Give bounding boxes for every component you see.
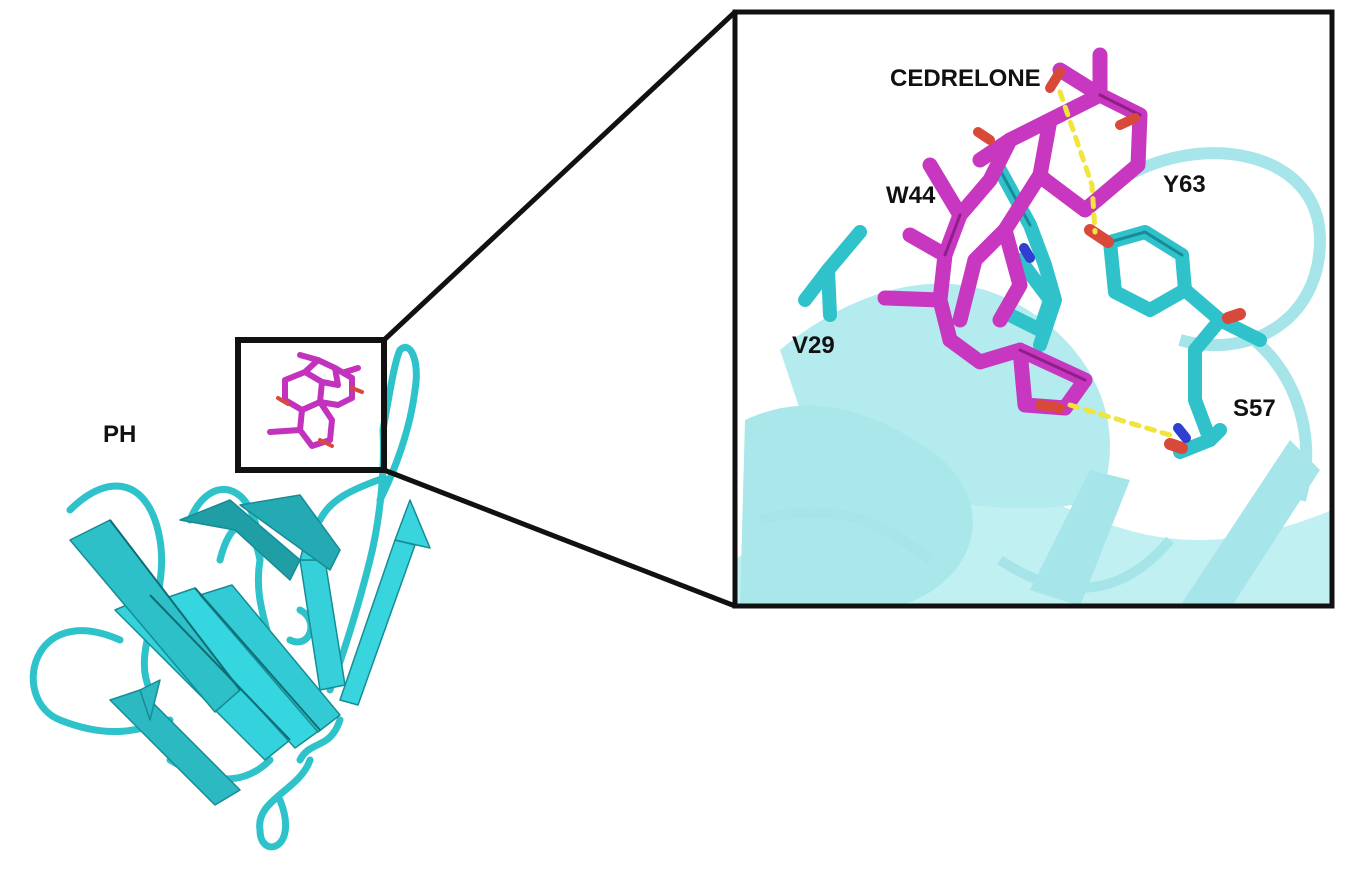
callout-line-bottom bbox=[383, 467, 736, 609]
zoom-frame bbox=[732, 9, 1335, 609]
callout-line-top bbox=[382, 10, 737, 342]
zoom-inset bbox=[735, 12, 1332, 606]
residue-label-s57: S57 bbox=[1233, 395, 1276, 422]
hydrogen-bonds bbox=[1057, 89, 1173, 438]
zoom-ligand-sticks bbox=[877, 47, 1148, 416]
overview-callout bbox=[235, 10, 737, 609]
protein-cartoon-overview bbox=[29, 344, 431, 851]
zoom-protein-background bbox=[735, 147, 1332, 606]
residue-label-w44: W44 bbox=[886, 182, 936, 209]
protein-highlights bbox=[109, 519, 321, 741]
residue-label-v29: V29 bbox=[792, 332, 835, 359]
residue-label-y63: Y63 bbox=[1163, 171, 1206, 198]
overview-highlight-box bbox=[235, 337, 387, 473]
zoom-labels: CEDRELONE W44 Y63 V29 S57 bbox=[792, 65, 1276, 422]
ligand-label: CEDRELONE bbox=[890, 65, 1041, 92]
ligand-sticks-overview bbox=[267, 352, 364, 449]
overview-label: PH bbox=[103, 421, 136, 448]
